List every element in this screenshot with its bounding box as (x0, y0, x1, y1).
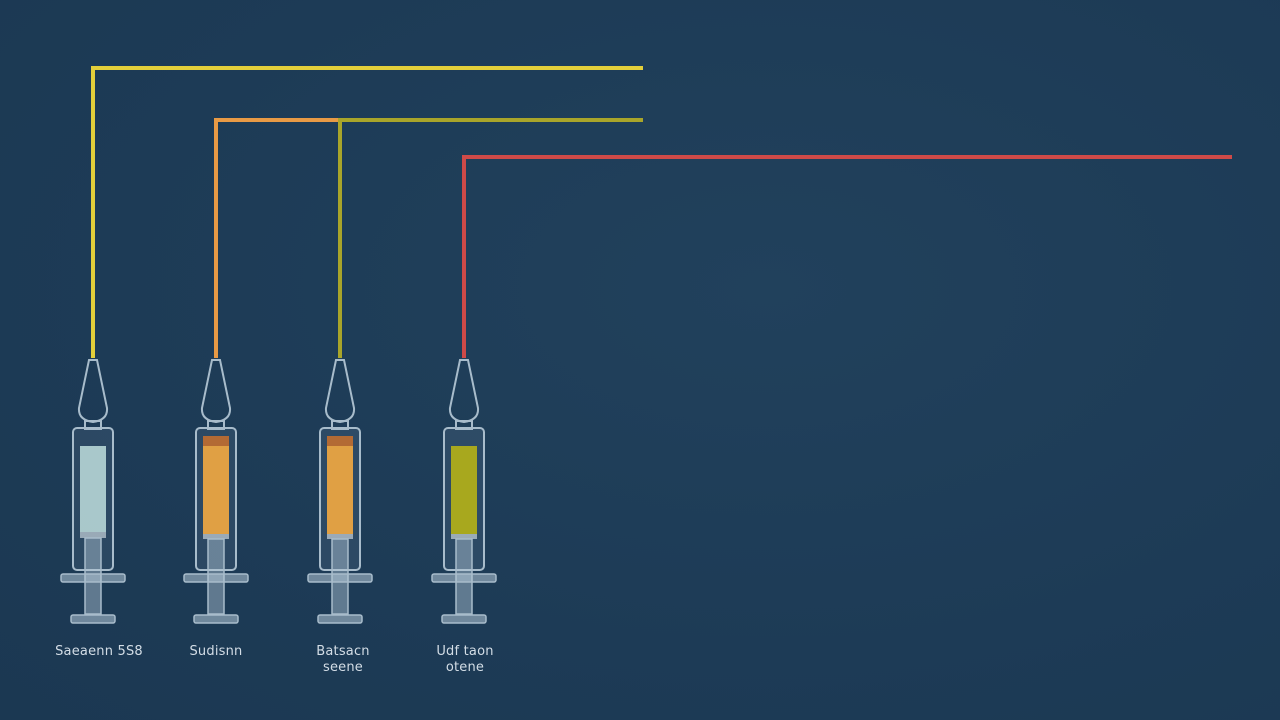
syringe-4-label-line-1: Udf taon (436, 644, 494, 659)
syringe-1 (60, 359, 126, 624)
connector-line-orange (214, 118, 340, 358)
syringe-1-liquid (80, 446, 106, 532)
syringe-4-needle-hub (448, 359, 480, 424)
syringe-1-label: Saeaenn 5S8 (29, 644, 169, 660)
syringe-3-thumb-rest (317, 614, 363, 624)
syringe-3-finger-flange (307, 573, 373, 583)
syringe-2-needle-hub (200, 359, 232, 424)
syringe-4-thumb-rest (441, 614, 487, 624)
syringe-3 (307, 359, 373, 624)
syringe-2-liquid (203, 446, 229, 534)
syringe-3-label-line-1: Batsacn (316, 644, 370, 659)
syringe-4-plunger-stopper (451, 534, 477, 539)
syringe-2-plunger-stopper (203, 534, 229, 539)
syringe-2-label: Sudisnn (146, 644, 286, 660)
syringe-4-liquid (451, 446, 477, 534)
syringe-1-needle-hub (77, 359, 109, 424)
syringe-3-liquid (327, 446, 353, 534)
connector-line-yellow (91, 66, 643, 358)
syringe-2 (183, 359, 249, 624)
syringe-1-thumb-rest (70, 614, 116, 624)
syringe-4-label: Udf taon otene (395, 644, 535, 676)
connector-line-red (462, 155, 1232, 358)
syringe-2-label-line-1: Sudisnn (189, 644, 243, 659)
syringe-2-liquid-top (203, 436, 229, 446)
syringe-4-label-line-2: otene (445, 660, 485, 675)
syringe-3-plunger-stopper (327, 534, 353, 539)
syringe-1-label-line-1: Saeaenn 5S8 (55, 644, 143, 659)
syringe-1-finger-flange (60, 573, 126, 583)
syringe-3-label: Batsacn seene (273, 644, 413, 676)
syringe-1-plunger-stopper (80, 532, 106, 538)
syringe-3-liquid-top (327, 436, 353, 446)
syringe-2-finger-flange (183, 573, 249, 583)
connector-line-olive (338, 118, 643, 358)
syringe-4 (431, 359, 497, 624)
syringe-3-needle-hub (324, 359, 356, 424)
syringe-4-finger-flange (431, 573, 497, 583)
syringe-3-label-line-2: seene (322, 660, 363, 675)
syringe-2-thumb-rest (193, 614, 239, 624)
